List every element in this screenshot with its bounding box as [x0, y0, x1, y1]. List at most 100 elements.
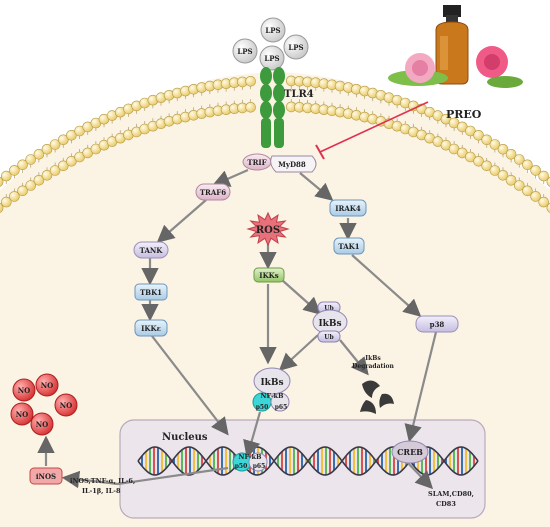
lipid-head	[522, 185, 533, 197]
lipid-head	[57, 134, 69, 146]
lipid-head	[9, 191, 20, 202]
preo-inhibition-line	[319, 101, 429, 153]
svg-text:MyD88: MyD88	[278, 160, 306, 169]
cytoplasm-area	[0, 72, 550, 527]
lipid-head	[489, 139, 501, 150]
lipid-head	[538, 170, 550, 182]
lipid-head	[546, 202, 550, 213]
inhibition-bar	[315, 144, 325, 160]
lipid-head	[489, 165, 501, 176]
svg-text:NO: NO	[41, 381, 54, 390]
lps-label: LPS	[288, 43, 303, 52]
lipid-head	[497, 144, 509, 155]
cytokines-label: IL-1β, IL-8	[82, 487, 121, 495]
lipid-head	[66, 156, 77, 167]
lipid-head	[513, 154, 525, 165]
traf6-node: TRAF6	[195, 183, 231, 201]
svg-text:IRAK4: IRAK4	[335, 204, 361, 213]
lipid-head	[465, 125, 476, 137]
no-molecules: NO NO NO NO NO	[10, 373, 78, 436]
lipid-head	[17, 159, 28, 171]
lipid-head	[41, 144, 53, 155]
svg-text:NO: NO	[60, 401, 73, 410]
svg-text:p50: p50	[235, 463, 248, 470]
tlr4-receptor	[260, 67, 285, 148]
svg-text:IkBs: IkBs	[318, 319, 341, 329]
lipid-head	[505, 175, 517, 186]
lipid-head	[538, 196, 550, 208]
lipid-head	[473, 156, 484, 167]
lipid-head	[505, 149, 517, 160]
svg-text:IkBs: IkBs	[260, 378, 283, 388]
svg-text:NO: NO	[16, 410, 29, 419]
ubiquitinated-ikbs-complex: Ub IkBs Ub	[312, 301, 348, 343]
lps-molecule	[283, 34, 309, 60]
svg-text:p38: p38	[430, 320, 445, 329]
svg-text:TANK: TANK	[140, 246, 164, 255]
degradation-fragments-icon	[360, 380, 394, 414]
ros-label: ROS	[256, 225, 280, 236]
svg-text:p65: p65	[253, 463, 266, 470]
nuclear-nfkb: NF-kB p50 p65	[232, 452, 268, 472]
svg-text:TBK1: TBK1	[140, 288, 162, 297]
lipid-head	[245, 102, 256, 113]
lipid-head	[33, 149, 45, 160]
lipid-head	[465, 151, 476, 163]
rose-flowers-icon	[388, 46, 523, 88]
lipid-head	[25, 180, 37, 191]
svg-text:p65: p65	[275, 404, 288, 411]
lipid-head	[57, 160, 69, 172]
lps-label: LPS	[264, 54, 279, 63]
cell-membrane	[0, 75, 550, 213]
lipid-head	[33, 175, 45, 186]
lipid-head	[25, 154, 37, 165]
svg-text:iNOS: iNOS	[36, 472, 56, 481]
svg-text:p50: p50	[256, 404, 269, 411]
lipid-head	[497, 170, 509, 181]
irak4-node: IRAK4	[329, 199, 367, 217]
svg-text:TAK1: TAK1	[338, 242, 359, 251]
lipid-head	[530, 165, 541, 176]
lipid-head	[17, 185, 28, 197]
p38-node: p38	[415, 315, 459, 333]
lipid-head	[66, 130, 77, 141]
ikke-node: IKKε	[134, 319, 168, 337]
markers-label: CD83	[436, 500, 456, 508]
svg-text:IKKs: IKKs	[259, 271, 278, 280]
lps-label: LPS	[265, 26, 280, 35]
creb-node: CREB	[391, 440, 429, 464]
svg-text:NO: NO	[36, 420, 49, 429]
inos-node: iNOS	[29, 467, 63, 485]
ros-burst-icon: ROS	[246, 211, 290, 247]
tlr4-label: TLR4	[284, 89, 314, 100]
lps-molecule	[232, 38, 258, 64]
lipid-head	[41, 170, 53, 181]
lipid-head	[1, 170, 12, 182]
myd88-node: MyD88	[270, 155, 317, 173]
lipid-head	[1, 196, 12, 208]
cytokines-label: iNOS,TNF-α, IL-6,	[70, 477, 135, 485]
preo-oil-bottle-icon	[435, 5, 469, 85]
svg-text:IKKε: IKKε	[141, 324, 161, 333]
ikbs-nfkb-complex: IkBs NF-kB p50 p65	[252, 367, 291, 412]
svg-text:TRAF6: TRAF6	[200, 188, 226, 197]
svg-text:NO: NO	[18, 386, 31, 395]
lipid-head	[49, 139, 61, 150]
lipid-head	[9, 165, 20, 176]
svg-text:Ub: Ub	[324, 334, 333, 341]
lipid-head	[481, 160, 493, 172]
lps-molecule	[259, 45, 285, 71]
lipid-head	[245, 76, 256, 87]
lipid-head	[546, 176, 550, 187]
lipid-head	[473, 130, 484, 141]
ikks-node: IKKs	[253, 267, 285, 283]
lipid-head	[530, 191, 541, 202]
lps-cluster: LPS LPS LPS LPS	[232, 17, 309, 71]
lps-label: LPS	[237, 47, 252, 56]
svg-text:CREB: CREB	[397, 447, 423, 457]
lipid-head	[49, 165, 61, 176]
nucleus-label: Nucleus	[162, 432, 208, 443]
preo-label: PREO	[446, 108, 482, 121]
